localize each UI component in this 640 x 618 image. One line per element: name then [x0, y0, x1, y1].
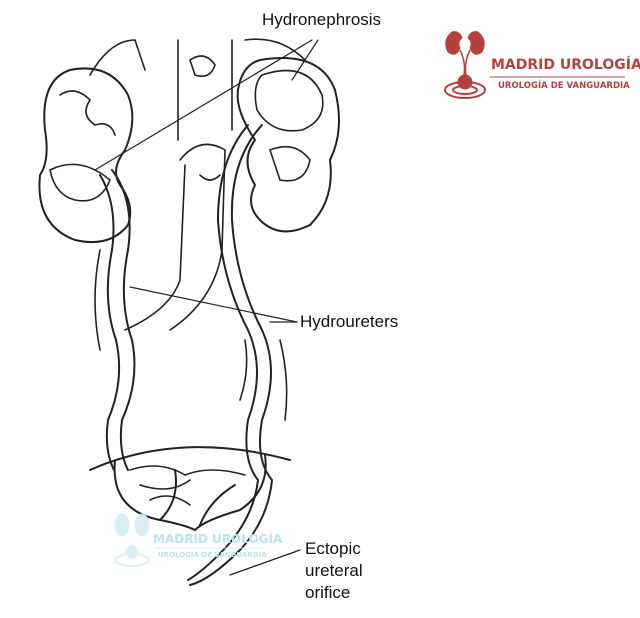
- label-hydroureters: Hydroureters: [300, 312, 399, 331]
- leader-hydronephrosis-left: [94, 39, 313, 171]
- watermark-icon: [114, 513, 265, 567]
- leader-hydroureters-left: [129, 286, 298, 323]
- watermark-name: MADRID UROLOGÍA: [153, 532, 283, 546]
- left-kidney: [38, 67, 134, 244]
- right-kidney: [236, 57, 340, 233]
- leader-hydronephrosis-right: [291, 39, 319, 81]
- logo-icon: [444, 31, 625, 99]
- logo-name: MADRID UROLOGÍA: [491, 57, 640, 73]
- spine: [177, 39, 233, 141]
- label-ectopic-line1: Ectopic: [305, 539, 361, 558]
- leader-ectopic: [229, 549, 301, 576]
- watermark-tagline: UROLOGÍA DE VANGUARDIA: [158, 551, 267, 559]
- right-ureter: [187, 124, 274, 586]
- logo-tagline: UROLOGÍA DE VANGUARDIA: [498, 81, 630, 91]
- bladder: [89, 446, 291, 532]
- label-ectopic-line2: ureteral: [305, 561, 363, 580]
- label-hydronephrosis: Hydronephrosis: [262, 10, 382, 29]
- left-ureter: [99, 169, 136, 471]
- aorta: [124, 143, 226, 331]
- label-ectopic-line3: orifice: [305, 583, 351, 602]
